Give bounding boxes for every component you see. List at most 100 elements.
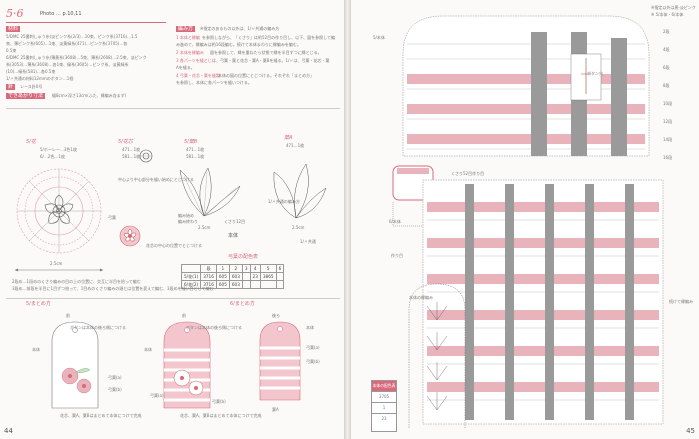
center-note: 中心より中心部分を縫い始めにとじつける [118, 177, 194, 182]
hook-value: レース針0号 [20, 84, 43, 89]
fig1-top: 前 [66, 313, 70, 318]
right-side-label-6: 6/本体 [389, 219, 401, 224]
photo-ref: Photo … p.10,11 [40, 11, 82, 17]
materials-heading: 材料 [6, 26, 21, 32]
pattern-heading: 編み方 [176, 26, 196, 32]
right-page: ※指定以外は黒-淡ピンク ※ 5/本体・6/本体 [351, 0, 699, 439]
flower-col2: 6/…2色…1枚 [40, 154, 65, 159]
bow-note: 花芯の中心の位置でとじつける [146, 243, 202, 248]
step1-label: 1 本体と縁編 [176, 35, 200, 40]
left-page: 5·6 Photo … p.10,11 材料 5/DMC 25番刺しゅう糸(淡ピ… [0, 0, 344, 439]
fig2-top: 前 [182, 313, 186, 318]
materials-line5: 系(3053)…薄系(3608)…各1束、緑系(3605)…ピンク系、淡黄緑系 [6, 62, 129, 67]
fig2-case-diagram [163, 321, 211, 409]
hook-label: 針 [6, 84, 16, 90]
chain-note: くさり12目 [224, 219, 246, 224]
step3-text2: Aを縫る。 [176, 65, 195, 70]
step4-label: 4 弓葉・花芯・葉を縫製 [176, 73, 220, 78]
body-color-table-cell: 1 [372, 402, 396, 413]
side-label: 本体 [228, 233, 239, 239]
leafB-dim: 2.5cm [198, 225, 211, 230]
leafA-col: 471…1枚 [286, 143, 305, 148]
fig1-body: 本体 [32, 347, 40, 352]
leafA-diagram [273, 163, 327, 219]
body-color-table: 本体の配色表 3705 1 23 [371, 380, 397, 432]
fig2-bow: 弓葉(a) [150, 393, 164, 398]
flower-label: 5/花 [26, 139, 36, 145]
top-note: ※指定以外は黒-淡ピンク [651, 5, 696, 10]
materials-line2: 束、薄ピンク系(605)…1束、淡黄緑系(471)…ピンク系(3705)…各 [6, 41, 128, 46]
title-number: 5·6 [6, 7, 24, 20]
leafB-label: 5/葉B [184, 139, 198, 145]
leafB-col1: 471…1枚 [186, 147, 205, 152]
fig1-button-note: ボタンは本体の後ろ側につける [70, 325, 126, 330]
page-number-left: 44 [4, 427, 13, 435]
fig2-bottom: 花芯、葉A、葉Bはまとめて本体につけて完成 [180, 413, 262, 418]
fig3-body: 本体 [306, 325, 314, 330]
step4-text2: を参照し、本体に各パーツを縫いつける。 [176, 80, 252, 85]
size-value: 幅8cm×深さ13cm(ふた、縁編み含まず) [52, 93, 127, 98]
gutter [344, 0, 351, 439]
button-hole-note: ボタン穴 [587, 71, 603, 76]
materials-line7: 1/〃共通の材料12mmのボタン…1個 [6, 76, 74, 81]
fig3-bottom: 葉A [272, 407, 279, 412]
footnote-2: 3段め…前段を半目に1目ずつ拾って、1目めのくさり編みの頭とは位置を変えて編む、… [12, 286, 214, 291]
color-table-row: 5/花(1) 3716 605 603 23 3865 [180, 272, 285, 281]
body-color-table-cell: 23 [372, 413, 396, 424]
side-mark: 2段 [663, 29, 670, 34]
size-label: できあがり寸法 [6, 93, 46, 99]
body-chart [422, 179, 664, 425]
flower-col1: 5/ホーレー…3色1枚 [40, 147, 77, 152]
step3-text: は、弓葉・葉と花芯・葉A・葉Bを縫る。1/〃は、弓葉・花芯・葉 [212, 58, 330, 63]
color-table-row: 6/花(2) 3716 605 603 [180, 280, 285, 289]
step1-text: を参照しながら、「くさり」は約52目の作り目し、以下、図を参照して編 [202, 35, 335, 40]
step2-label: 2 本体を縁編み [176, 50, 204, 55]
fig3-bow: 弓葉(a) [306, 345, 320, 350]
side-mark: 16段 [663, 155, 673, 160]
row-count-note: 作り目 [391, 253, 403, 258]
materials-line1: 5/DMC 25番刺しゅう糸(淡ピンク系(2/3)…10束、ピンク系(3716)… [6, 34, 138, 39]
side-mark: 10段 [663, 101, 673, 106]
flap-chart [402, 15, 650, 157]
leafB-col2: 581…1枚 [186, 154, 205, 159]
top-note-2: ※ 5/本体・6/本体 [651, 12, 684, 17]
fig1-case-diagram [51, 321, 99, 409]
body-color-table-title: 本体の配色表 [372, 381, 396, 391]
section-divider-2 [6, 298, 340, 299]
side-mark: 8段 [663, 83, 670, 88]
fig1-leaf: 弓葉(b) [108, 387, 122, 392]
right-side-label: 5/本体 [373, 35, 385, 40]
center-col1: 471…1枚 [122, 147, 141, 152]
title-rule [6, 22, 166, 23]
color-table-title: 弓葉の配色表 [228, 254, 259, 260]
fig1-bow: 弓葉(a) [108, 375, 122, 380]
materials-line6: (10)…緑系(581)…各0.5束 [6, 69, 56, 74]
leafA-label: 葉A [284, 135, 293, 141]
center-motif-diagram [139, 149, 153, 163]
center-label: 5/花芯 [118, 139, 133, 145]
section-divider [6, 108, 340, 109]
flower-dim: 2.5cm [50, 261, 63, 266]
color-table-header: 段 1 2 3 4 5 6 [180, 264, 285, 273]
leafA-dim: 2.5cm [292, 225, 305, 230]
assembly-heading: 5/まとめ方 [26, 301, 51, 307]
body-color-table-cell: 3705 [372, 391, 396, 402]
leaf-end-label: 編み終わり [178, 219, 198, 224]
chain-start-note: くさり52目作り目 [451, 171, 485, 176]
footnote-1: 2段め…1段めのくさり編みの目の上の位置に、交互に半目を拾って編む [12, 279, 141, 284]
leafB-diagram [179, 167, 241, 217]
flower-dim-line [15, 268, 103, 272]
side-mark: 4段 [663, 47, 670, 52]
fig2-button-note: ボタンは本体の後ろ側につける [186, 325, 242, 330]
leaf-start-label: 編み始め [178, 213, 194, 218]
flower-motif-diagram [16, 168, 102, 254]
materials-line4: 6/DMC 25番刺しゅう糸(薄黄系(3608)…5束、薄系(2608)…2.5… [6, 55, 147, 60]
fig3-leaf: 弓葉(b) [306, 359, 320, 364]
bow-label: 弓葉 [108, 215, 116, 220]
edge-label: 本体の縁編み [409, 295, 433, 300]
bow-motif-diagram [119, 225, 141, 247]
center-col2: 581…1枚 [122, 154, 141, 159]
materials-line3: 0.5束 [6, 48, 17, 53]
edging-diagram [408, 283, 466, 428]
